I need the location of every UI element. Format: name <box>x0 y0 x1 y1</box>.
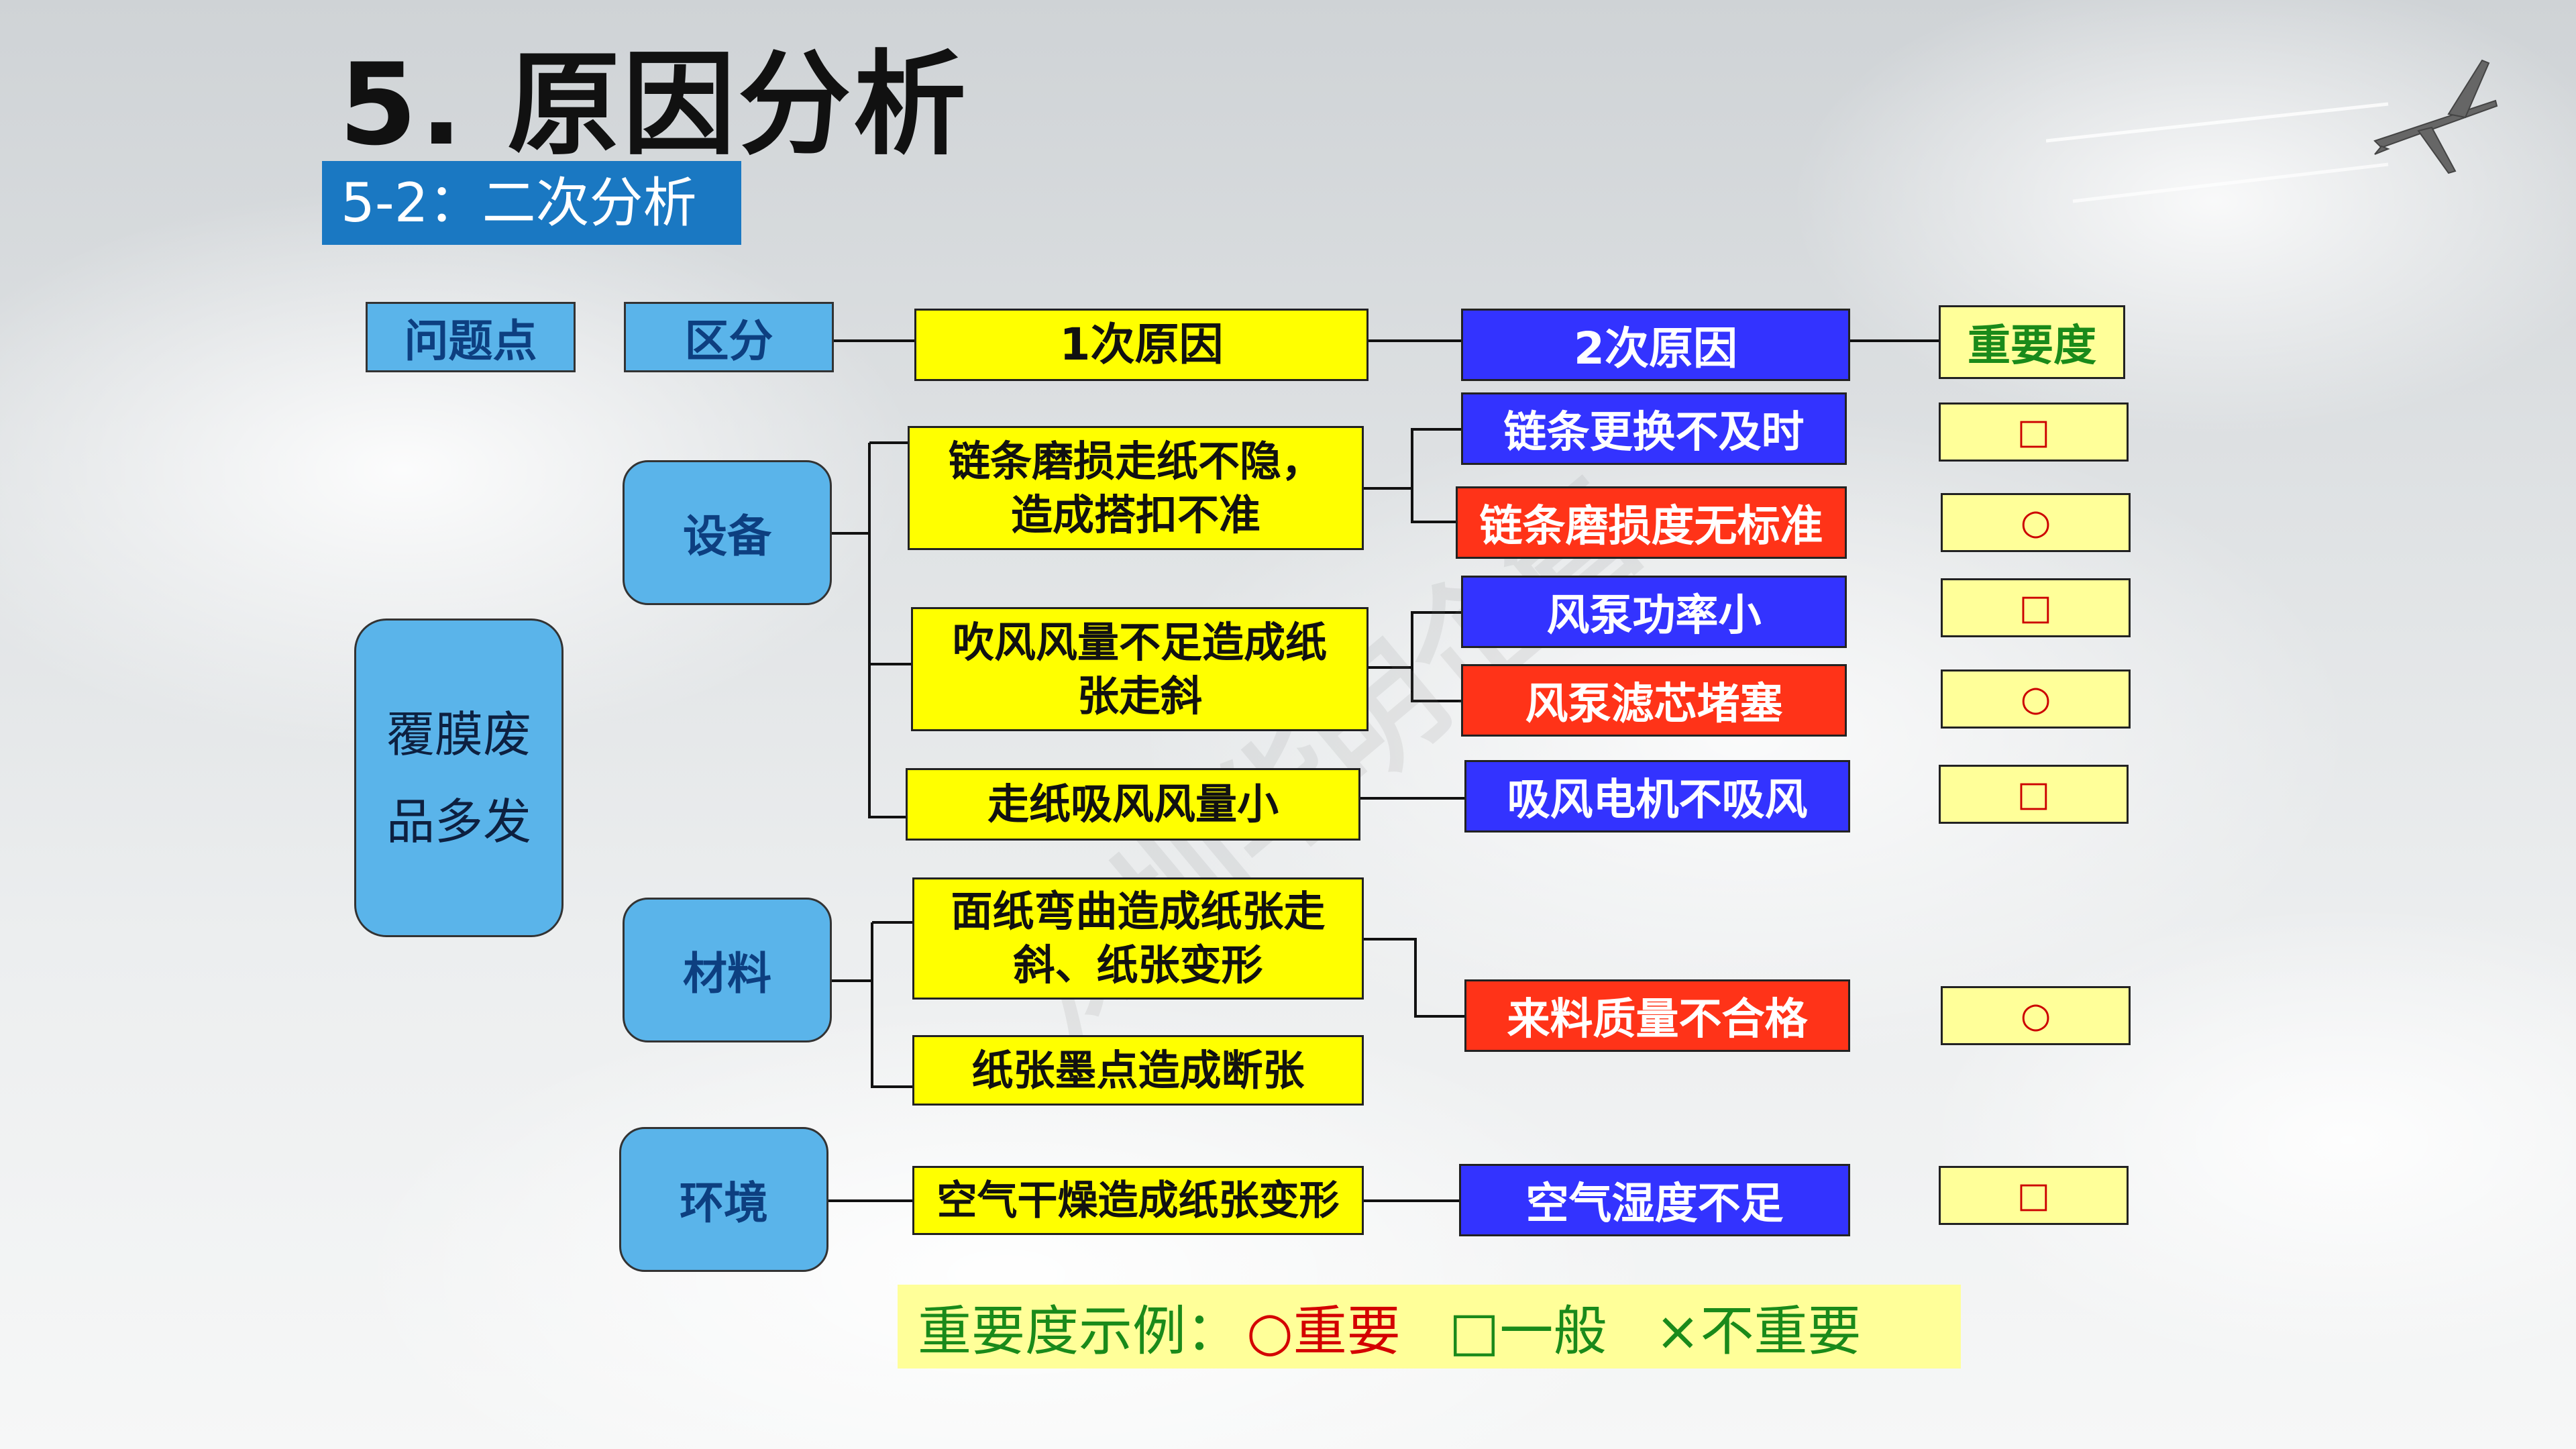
connector <box>1411 667 1461 702</box>
contrail-decoration <box>2046 102 2389 203</box>
secondary-cause-5: 吸风电机不吸风 <box>1464 760 1850 833</box>
category-environment: 环境 <box>619 1127 828 1272</box>
secondary-cause-3: 风泵功率小 <box>1461 576 1847 648</box>
legend-unimportant: ×不重要 <box>1655 1299 1862 1362</box>
legend-normal: □一般 <box>1448 1299 1607 1362</box>
primary-cause-5: 纸张墨点造成断张 <box>912 1035 1364 1106</box>
category-equipment: 设备 <box>623 460 832 605</box>
airplane-icon <box>2373 59 2498 174</box>
importance-mark-1: □ <box>1939 402 2129 462</box>
primary-cause-4: 面纸弯曲造成纸张走 斜、纸张变形 <box>912 877 1364 1000</box>
connector <box>868 533 911 665</box>
primary-cause-2: 吹风风量不足造成纸 张走斜 <box>911 607 1368 731</box>
header-category: 区分 <box>624 302 834 372</box>
importance-mark-4: ○ <box>1941 669 2131 729</box>
primary-cause-3: 走纸吸风风量小 <box>906 768 1360 841</box>
importance-mark-3: □ <box>1941 578 2131 637</box>
importance-mark-7: □ <box>1939 1166 2129 1225</box>
connector <box>1368 611 1461 669</box>
problem-node: 覆膜废 品多发 <box>354 619 564 937</box>
category-material: 材料 <box>623 898 832 1042</box>
importance-mark-6: ○ <box>1941 986 2131 1045</box>
connector <box>1411 488 1456 523</box>
secondary-cause-2: 链条磨损度无标准 <box>1456 486 1847 559</box>
secondary-cause-1: 链条更换不及时 <box>1461 392 1847 465</box>
connector <box>871 922 912 1088</box>
header-problem: 问题点 <box>366 302 576 372</box>
section-subtitle: 5-2：二次分析 <box>322 161 741 245</box>
importance-legend: 重要度示例： ○重要 □一般 ×不重要 <box>898 1285 1961 1368</box>
header-importance: 重要度 <box>1939 305 2125 379</box>
legend-label: 重要度示例： <box>918 1299 1240 1362</box>
connector <box>1364 938 1464 1018</box>
legend-important: ○重要 <box>1246 1299 1401 1362</box>
connector <box>1364 428 1461 490</box>
header-primary-cause: 1次原因 <box>914 309 1368 381</box>
page-title: 5. 原因分析 <box>339 39 969 170</box>
primary-cause-6: 空气干燥造成纸张变形 <box>912 1166 1364 1235</box>
secondary-cause-4: 风泵滤芯堵塞 <box>1461 664 1847 737</box>
secondary-cause-6: 来料质量不合格 <box>1464 979 1850 1052</box>
header-secondary-cause: 2次原因 <box>1461 309 1850 381</box>
connector <box>868 664 906 818</box>
secondary-cause-7: 空气湿度不足 <box>1459 1164 1850 1236</box>
primary-cause-1: 链条磨损走纸不隐， 造成搭扣不准 <box>908 426 1364 550</box>
importance-mark-2: ○ <box>1941 493 2131 552</box>
importance-mark-5: □ <box>1939 765 2129 824</box>
